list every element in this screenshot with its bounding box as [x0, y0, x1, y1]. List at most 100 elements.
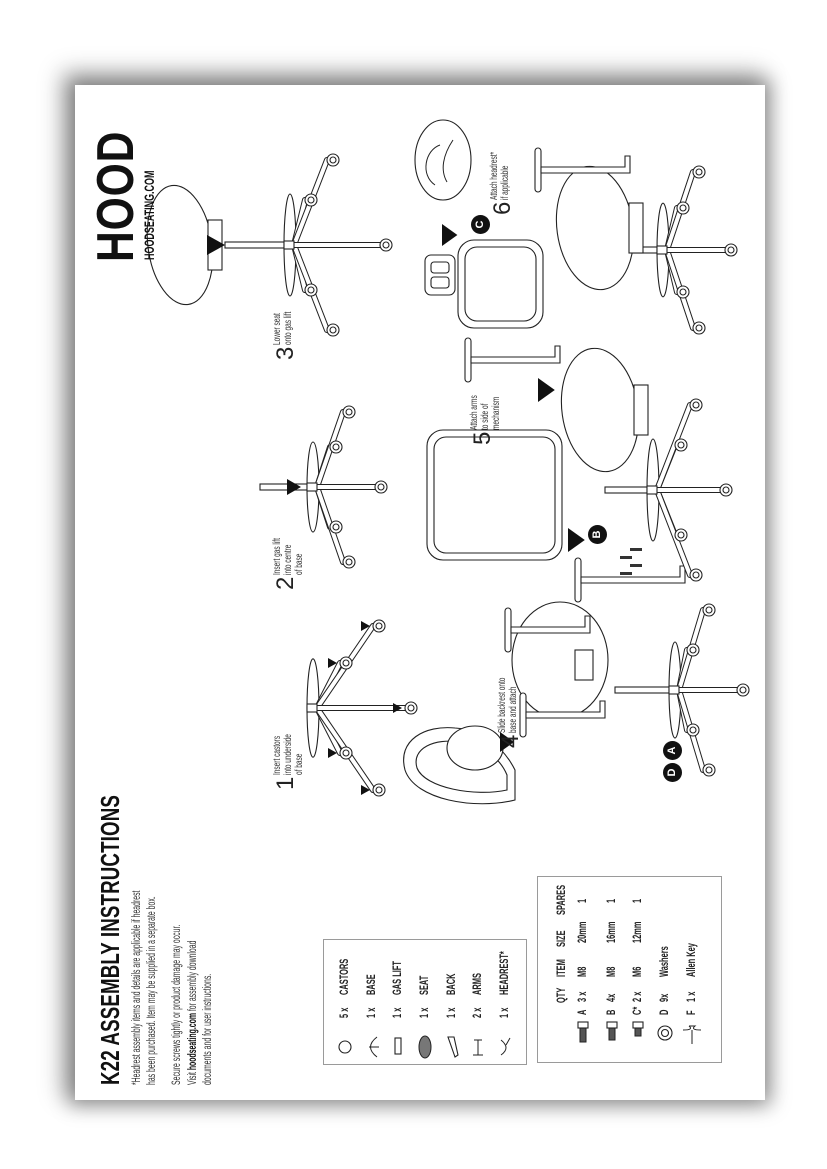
hardware-item-text: Allen Key [684, 943, 698, 977]
castor-hub [692, 571, 700, 579]
direction-arrow-icon [568, 528, 585, 552]
seat-mechanism [628, 202, 644, 254]
castor-hub [677, 531, 685, 539]
step-number: 1 [272, 776, 299, 790]
backrest-loop [446, 725, 504, 771]
castor-hub [705, 766, 713, 774]
gas-lift [604, 486, 651, 494]
base-hub [656, 245, 668, 255]
screw-icon [620, 572, 632, 575]
step-text-line: mechanism [490, 396, 502, 430]
armrest-post [580, 565, 686, 584]
hardware-item: M6 [630, 960, 644, 977]
hardware-item: Allen Key [684, 922, 698, 977]
hardware-item: Washers [657, 927, 671, 977]
castor-hub [329, 326, 337, 334]
hardware-spares: 1 [575, 896, 589, 903]
hardware-letter: A [575, 1006, 589, 1015]
step4-base [668, 603, 750, 777]
step6-base [656, 165, 738, 335]
base-hub [306, 482, 318, 492]
base-leg-fill [655, 403, 692, 492]
step-number: 2 [272, 576, 299, 590]
hardware-qty: 3 x [575, 985, 589, 1002]
hardware-header-spares-text: SPARES [554, 884, 568, 915]
castor-hub [722, 486, 730, 494]
hardware-qty-text: 4x [604, 993, 618, 1002]
castor-hub [695, 168, 703, 176]
direction-arrow-icon [500, 732, 514, 752]
hardware-size: 16mm [604, 908, 618, 943]
part-name-text: BACK [444, 973, 458, 995]
website-link[interactable]: hoodseating.com [187, 1013, 199, 1071]
down-arrow-icon [328, 748, 337, 758]
headrest-slot [430, 261, 450, 274]
bolt-head [632, 1021, 644, 1029]
step-number-text: 1 [272, 776, 299, 790]
base-hub [646, 485, 658, 495]
hood-logo: HOOD [87, 102, 145, 262]
castor-hub [677, 441, 685, 449]
part-qty-text: 1 x [364, 1007, 378, 1018]
part-qty-text: 1 x [444, 1007, 458, 1018]
castor-hub [739, 686, 747, 694]
part-name: HEADREST* [497, 924, 511, 995]
castor-hub [689, 726, 697, 734]
castor-hub [705, 606, 713, 614]
hardware-letter-text: B [604, 1009, 618, 1015]
base-hub [306, 703, 318, 713]
part-qty: 1 x [390, 1001, 404, 1018]
part-qty-text: 1 x [497, 1007, 511, 1018]
hardware-item-text: Washers [657, 946, 671, 977]
hardware-qty: 1 x [684, 985, 698, 1002]
base-leg-fill [655, 488, 692, 577]
hardware-badge-a: A [663, 741, 682, 760]
hardware-qty-text: 3 x [575, 991, 589, 1002]
direction-arrow-icon [442, 224, 458, 246]
part-name: CASTORS [337, 937, 351, 995]
castor-hub [695, 324, 703, 332]
castor-hub [307, 196, 315, 204]
hardware-item-text: M6 [630, 966, 644, 977]
down-arrow-icon [361, 785, 370, 795]
step-text-line: if applicable [499, 165, 511, 200]
hardware-size: 12mm [630, 908, 644, 943]
backrest-mesh [433, 436, 556, 554]
hardware-qty: 9x [657, 989, 671, 1002]
hardware-header-size-text: SIZE [554, 930, 568, 947]
hardware-badge-c: C [471, 215, 490, 234]
part-name: GAS LIFT [390, 940, 404, 995]
headrest-slot [430, 276, 450, 289]
castor-hub [375, 786, 383, 794]
gas-lift-icon [394, 1037, 402, 1055]
headrest [424, 254, 456, 296]
armrest-post [525, 700, 606, 719]
bolt-head [577, 1021, 589, 1029]
part-name: BASE [364, 962, 378, 995]
screw-icon [630, 548, 642, 551]
armrest-pad [519, 692, 527, 738]
step6-chair [414, 119, 661, 329]
step4-chair [504, 601, 674, 738]
hardware-size-text: 16mm [604, 921, 618, 943]
step-number-text: 2 [272, 576, 299, 590]
part-name: SEAT [417, 964, 431, 995]
seat-cushion [560, 347, 640, 473]
seat-cushion [555, 165, 635, 291]
gas-lift [259, 483, 310, 491]
headrest-detail-inset [414, 119, 472, 201]
hardware-spares-text: 1 [604, 898, 618, 903]
direction-arrow-icon [538, 378, 555, 402]
castor-hub [679, 204, 687, 212]
part-qty-text: 2 x [470, 1007, 484, 1018]
part-name: ARMS [470, 960, 484, 995]
base-hub [283, 240, 295, 250]
hardware-item-text: M8 [575, 966, 589, 977]
step4-backrest [403, 725, 516, 805]
part-name-text: ARMS [470, 973, 484, 995]
castor-hub [679, 288, 687, 296]
note-line: documents and for user instructions. [202, 973, 214, 1085]
